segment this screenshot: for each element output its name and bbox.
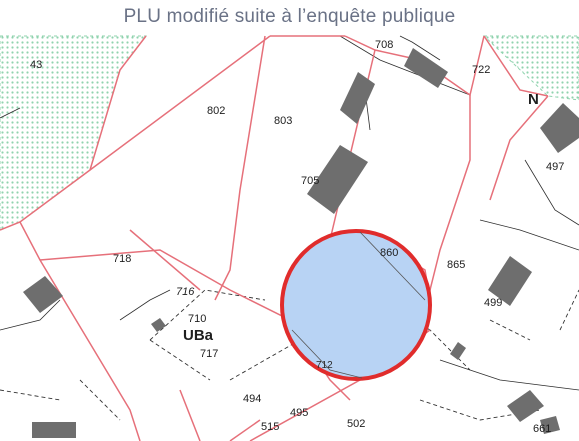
parcel-label: 716 (176, 286, 195, 298)
building (151, 318, 166, 332)
north-marker: N (528, 91, 539, 108)
parcel-label: 515 (261, 421, 279, 433)
building (507, 390, 544, 422)
building (540, 416, 560, 434)
parcel-label: 495 (290, 407, 308, 419)
parcel-label: 502 (347, 418, 365, 430)
building (307, 145, 368, 214)
map-title: PLU modifié suite à l’enquête publique (123, 6, 456, 27)
circle-interior-lines (291, 231, 426, 379)
parcel-label: 722 (472, 64, 490, 76)
parcel-label: 710 (188, 313, 206, 325)
parcel-label: 712 (316, 360, 333, 371)
building (450, 342, 466, 360)
building (32, 422, 76, 438)
parcel-label: 865 (447, 259, 465, 271)
parcel-label: 661 (533, 423, 551, 435)
parcel-label: 499 (484, 297, 502, 309)
parcel-label: 803 (274, 115, 292, 127)
parcel-label: 708 (375, 39, 393, 51)
parcel-label: 497 (546, 161, 564, 173)
parcel-label: 718 (113, 253, 131, 265)
parcel-label: 494 (243, 393, 261, 405)
buildings (23, 48, 579, 438)
building (540, 103, 579, 153)
parcel-label: 717 (200, 348, 218, 360)
parcel-label: 860 (380, 247, 398, 259)
green-zone-northeast (482, 35, 579, 101)
parcel-label: 43 (30, 59, 42, 71)
building (340, 72, 375, 124)
parcel-label: 705 (301, 175, 319, 187)
highlighted-parcel-circle[interactable] (280, 229, 432, 381)
parcel-label: 802 (207, 105, 225, 117)
building (488, 256, 532, 306)
building (404, 48, 448, 88)
zone-label-uba: UBa (183, 327, 214, 344)
building (23, 276, 63, 313)
